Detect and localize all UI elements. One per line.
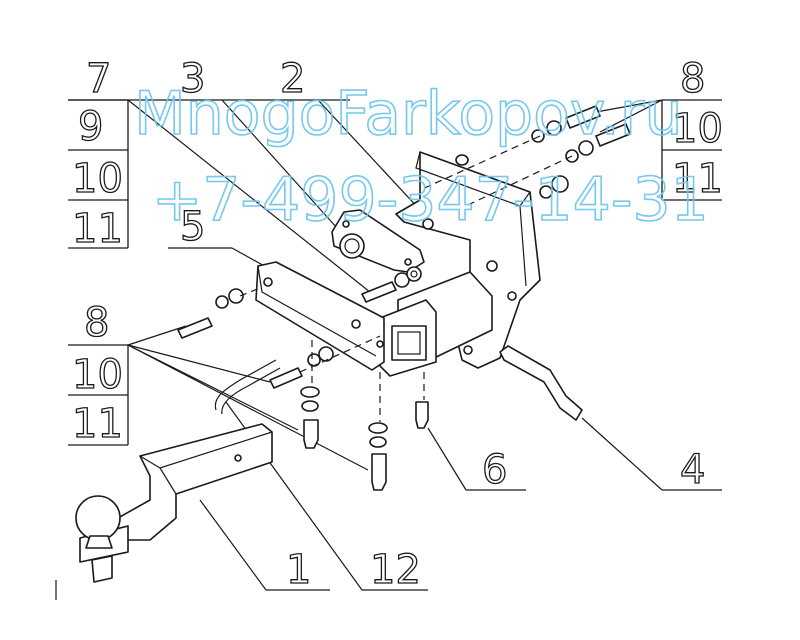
callout-11-top-left: 11	[72, 206, 123, 252]
watermark-site: MnogoFarkopov.ru	[134, 79, 682, 149]
callout-12: 12	[370, 547, 421, 593]
spring-clip	[214, 359, 281, 415]
callout-7: 7	[86, 56, 111, 102]
watermark: MnogoFarkopov.ru +7-499-347-14-31	[133, 78, 709, 236]
callout-stack-mid-left: 8 10 11	[68, 299, 369, 471]
bolt-set-lower	[300, 340, 429, 491]
side-plate-left	[255, 261, 385, 371]
mounting-bracket-right	[395, 151, 541, 369]
callout-5: 5	[180, 204, 205, 250]
callout-10-top-left: 10	[72, 156, 123, 202]
callout-3: 3	[180, 56, 205, 102]
callout-11-mid-left: 11	[72, 401, 123, 447]
callout-11-top-right: 11	[672, 156, 723, 202]
callout-stack-top-right: 8 10 11	[595, 55, 724, 203]
callout-8-mid-left: 8	[84, 300, 109, 346]
bolt-set-left	[177, 287, 381, 389]
callout-2: 2	[280, 56, 305, 102]
callout-bottom-labels: 6 4 1 12	[199, 401, 722, 594]
watermark-phone: +7-499-347-14-31	[152, 165, 709, 235]
callout-stack-top-left: 9 10 11	[68, 99, 129, 253]
callout-1: 1	[286, 547, 311, 593]
hitch-pin	[499, 345, 583, 421]
bolt-set-right	[419, 105, 631, 205]
callout-top-labels: 7 3 2	[68, 55, 421, 297]
callout-8-top-right: 8	[680, 56, 705, 102]
callout-4: 4	[680, 447, 705, 493]
socket-plate	[331, 209, 425, 273]
bolt-set-upper	[361, 266, 422, 303]
callout-9: 9	[78, 104, 103, 150]
callout-10-mid-left: 10	[72, 352, 123, 398]
ball-mount	[75, 423, 273, 583]
callout-6: 6	[482, 447, 507, 493]
callout-10-top-right: 10	[672, 106, 723, 152]
callout-5-group: 5	[168, 203, 269, 269]
receiver-tube	[379, 271, 493, 377]
